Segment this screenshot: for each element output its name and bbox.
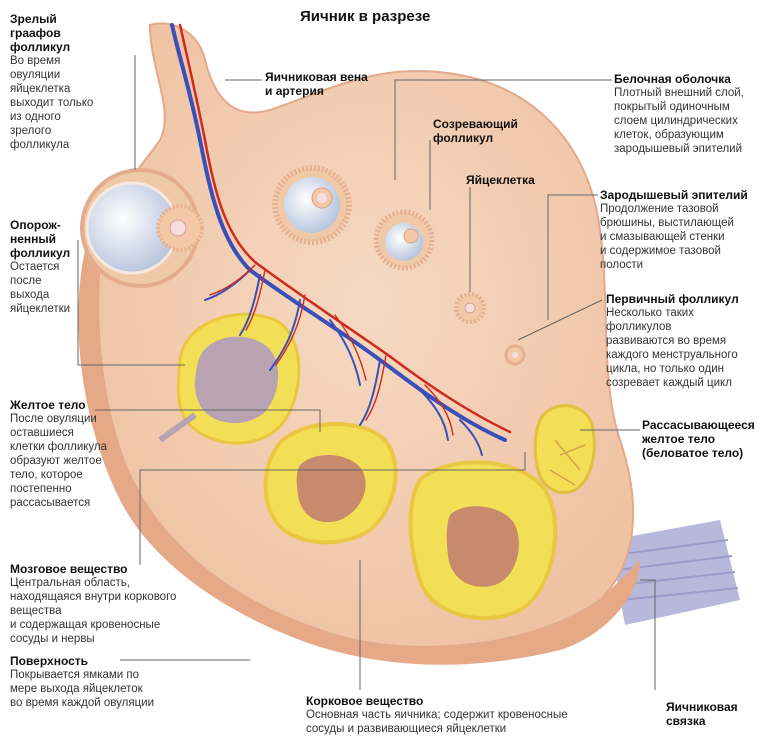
label-tunica-text: Плотный внешний слой, покрытый одиночным… [614,86,764,156]
label-surface-heading: Поверхность [10,654,190,668]
label-germinal-epithelium-text: Продолжение тазовой брюшины, выстилающей… [600,202,765,272]
label-vessels: Яичниковая вена и артерия [265,70,385,98]
label-corpus-luteum: Желтое тело После овуляции оставшиеся кл… [10,398,140,510]
label-medulla-heading: Мозговое вещество [10,562,210,576]
label-surface: Поверхность Покрывается ямками по мере в… [10,654,190,710]
label-maturing-follicle-heading: Созревающий фолликул [433,117,543,145]
label-egg-heading: Яйцеклетка [466,173,566,187]
label-maturing-follicle: Созревающий фолликул [433,117,543,145]
label-surface-text: Покрывается ямками по мере выхода яйцекл… [10,668,190,710]
label-germinal-epithelium-heading: Зародышевый эпителий [600,188,765,202]
label-mature-follicle-text: Во время овуляции яйцеклетка выходит тол… [10,54,130,152]
label-cortex-heading: Корковое вещество [306,694,606,708]
label-cortex-text: Основная часть яичника; содержит кровено… [306,708,606,736]
label-mature-follicle-heading: Зрелый граафов фолликул [10,12,130,54]
label-empty-follicle-text: Остается после выхода яйцеклетки [10,260,90,316]
maturing-follicle-1 [275,168,349,242]
label-empty-follicle: Опорож- ненный фолликул Остается после в… [10,218,90,316]
label-corpus-luteum-text: После овуляции оставшиеся клетки фоллику… [10,412,140,510]
label-ligament: Яичниковая связка [666,700,761,728]
corpus-luteum-2 [411,462,556,618]
label-ligament-heading: Яичниковая связка [666,700,761,728]
label-corpus-albicans-heading: Рассасывающееся желтое тело (беловатое т… [642,418,764,460]
mature-follicle [82,170,202,286]
label-empty-follicle-heading: Опорож- ненный фолликул [10,218,90,260]
label-medulla: Мозговое вещество Центральная область, н… [10,562,210,646]
corpus-luteum-1 [266,424,396,542]
label-tunica-heading: Белочная оболочка [614,72,764,86]
label-germinal-epithelium: Зародышевый эпителий Продолжение тазовой… [600,188,765,272]
label-medulla-text: Центральная область, находящаяся внутри … [10,576,210,646]
label-tunica: Белочная оболочка Плотный внешний слой, … [614,72,764,156]
label-corpus-luteum-heading: Желтое тело [10,398,140,412]
label-primary-follicle-text: Несколько таких фолликулов развиваются в… [606,306,764,390]
label-cortex: Корковое вещество Основная часть яичника… [306,694,606,736]
diagram-title: Яичник в разрезе [300,8,430,25]
label-primary-follicle: Первичный фолликул Несколько таких фолли… [606,292,764,390]
corpus-albicans [535,406,594,493]
label-primary-follicle-heading: Первичный фолликул [606,292,764,306]
label-egg: Яйцеклетка [466,173,566,187]
label-mature-follicle: Зрелый граафов фолликул Во время овуляци… [10,12,130,152]
label-corpus-albicans: Рассасывающееся желтое тело (беловатое т… [642,418,764,460]
label-vessels-heading: Яичниковая вена и артерия [265,70,385,98]
maturing-follicle-2 [376,212,432,268]
